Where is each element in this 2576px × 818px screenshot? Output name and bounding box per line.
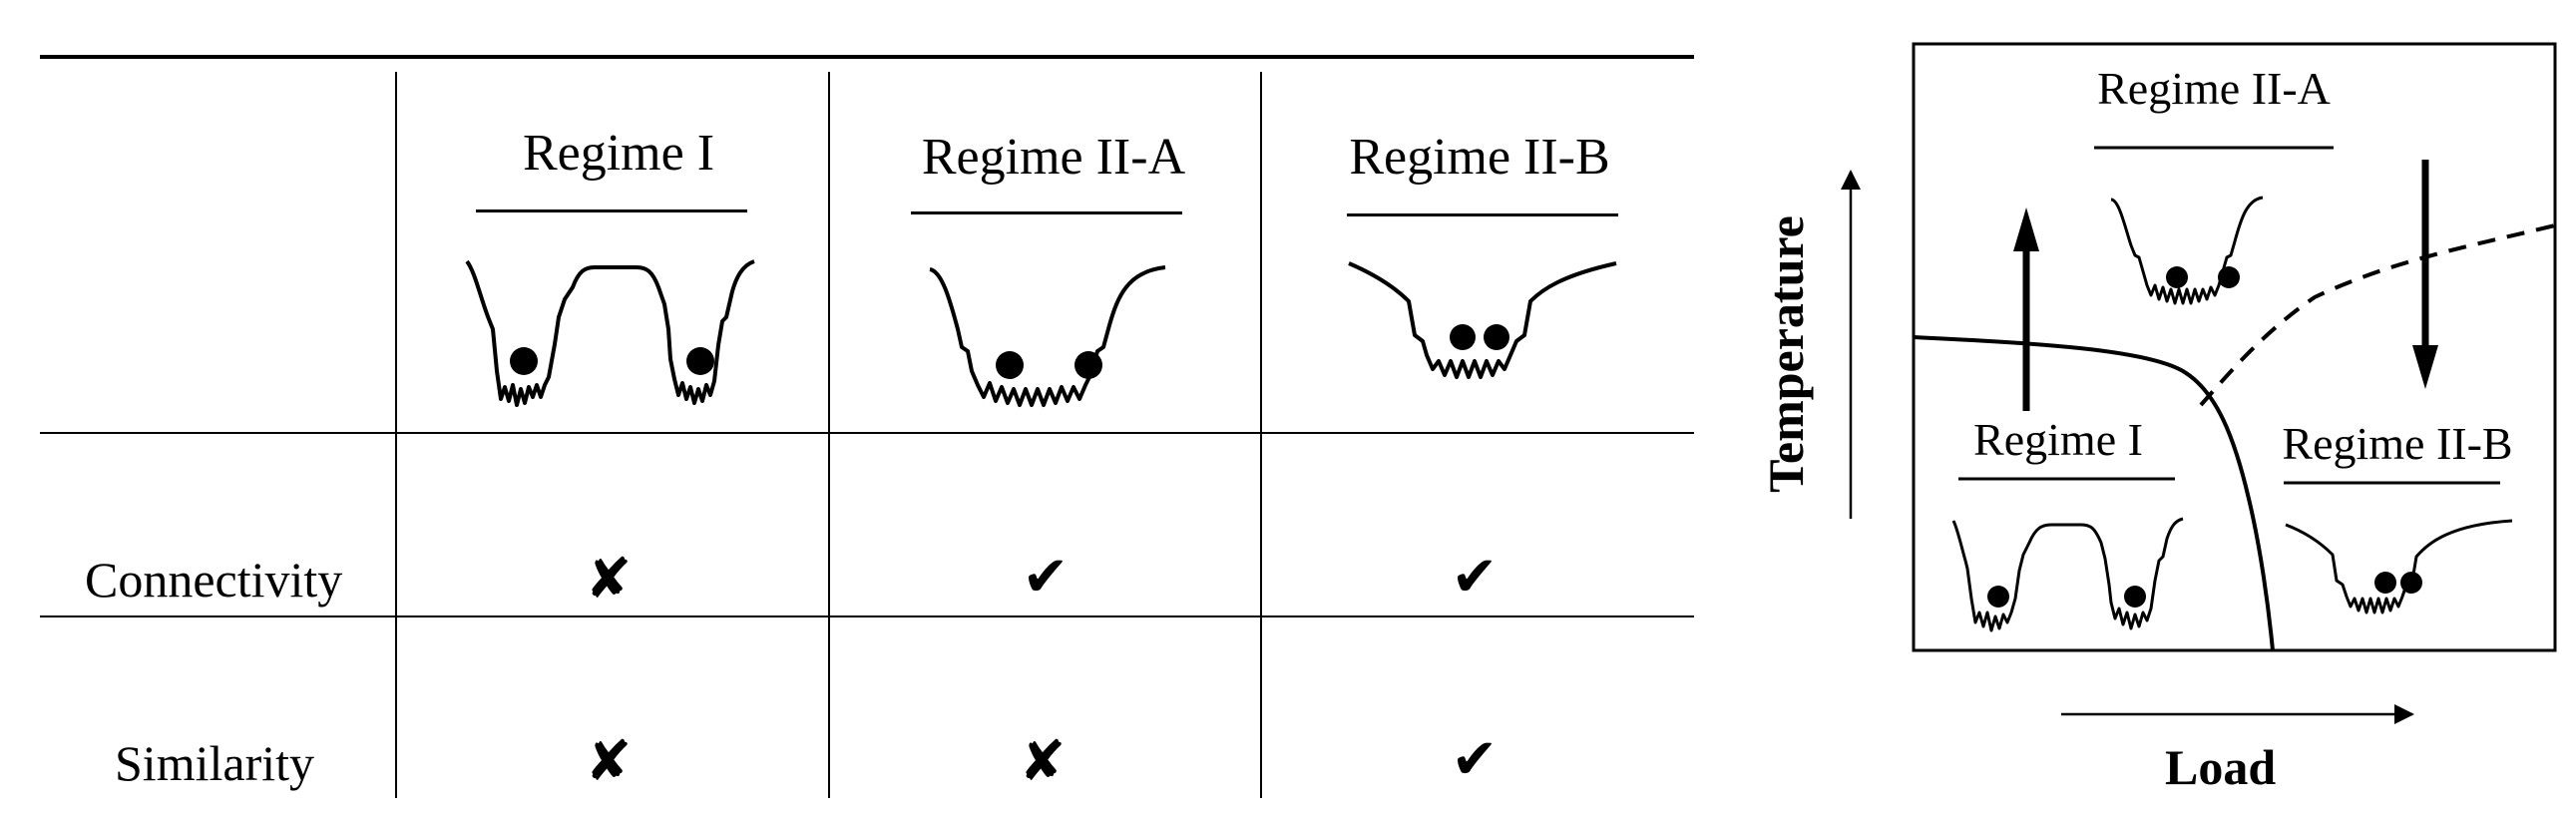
similarity-regime-ii-a-cross: ✘ [1019, 729, 1067, 794]
similarity-regime-i-cross: ✘ [585, 729, 633, 794]
column-header-regime-ii-a: Regime II-A [921, 129, 1186, 186]
landscape-icon-regime-i [465, 259, 755, 407]
column-header-regime-i: Regime I [522, 125, 715, 182]
column-header-regime-ii-b: Regime II-B [1349, 129, 1610, 186]
landscape-icon-region-i [1951, 517, 2184, 632]
landscape-icon-regime-ii-a [929, 265, 1166, 407]
table-column-divider [1260, 72, 1262, 798]
table-column-divider [828, 72, 830, 798]
phase-boundary-solid [1913, 335, 2275, 651]
table-row-divider [40, 432, 1694, 434]
connectivity-regime-ii-b-check: ✔ [1451, 545, 1499, 610]
row-label-connectivity: Connectivity [85, 552, 343, 608]
transition-arrow-up [2013, 207, 2039, 411]
row-label-similarity: Similarity [115, 735, 314, 791]
table-row-divider [40, 615, 1694, 617]
landscape-icon-regime-ii-b [1348, 261, 1617, 379]
phase-boundary-dashed [2199, 223, 2556, 407]
similarity-regime-ii-b-check: ✔ [1451, 727, 1499, 792]
region-label-regime-ii-a: Regime II-A [2097, 63, 2331, 114]
table-top-rule [40, 55, 1694, 59]
landscape-icon-region-ii-a [2110, 196, 2264, 305]
connectivity-regime-ii-a-check: ✔ [1022, 545, 1070, 610]
region-label-regime-i: Regime I [1973, 414, 2143, 465]
column-header-underline [1347, 213, 1618, 216]
table-column-divider [395, 72, 397, 798]
temperature-axis-label: Temperature [1758, 215, 1814, 493]
column-header-underline [476, 209, 747, 212]
transition-arrow-down [2412, 160, 2438, 389]
region-label-regime-ii-b: Regime II-B [2282, 418, 2513, 469]
load-axis-label: Load [2165, 739, 2277, 795]
phase-diagram [1841, 42, 2557, 724]
phase-diagram-frame [1912, 42, 2557, 652]
column-header-underline [911, 211, 1182, 214]
connectivity-regime-i-cross: ✘ [585, 547, 633, 612]
landscape-icon-region-ii-b [2285, 519, 2513, 614]
